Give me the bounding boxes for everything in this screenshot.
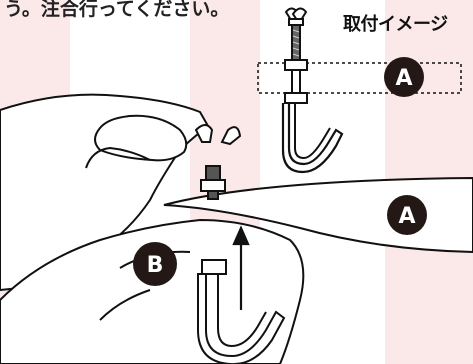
- mounting-image-caption: 取付イメージ: [343, 14, 448, 35]
- board-a: [163, 176, 473, 254]
- inset-bolt-diagram: [257, 7, 462, 174]
- hook-main: [197, 259, 286, 364]
- badge-a-main-label: A: [398, 204, 415, 229]
- wing-nut-main: [194, 124, 242, 146]
- badge-b-label: B: [147, 253, 164, 278]
- board-outline-dashed: [257, 62, 462, 94]
- upper-washer: [284, 59, 308, 71]
- finger-contour: [85, 147, 151, 169]
- badge-a-main: A: [387, 195, 427, 235]
- lower-finger-line-2: [99, 289, 151, 321]
- lower-washer: [284, 92, 308, 104]
- bolt-main: [200, 165, 226, 200]
- badge-b: B: [133, 242, 177, 286]
- badge-a-inset-label: A: [395, 66, 412, 91]
- shaft: [291, 69, 301, 95]
- badge-a-inset: A: [384, 57, 424, 97]
- up-arrow: [232, 225, 250, 310]
- j-hook: [281, 103, 344, 174]
- instruction-text: う。注合行ってください。: [4, 0, 230, 20]
- hands: [0, 93, 305, 364]
- j-hook-inner: [294, 103, 331, 160]
- lower-hand: [0, 219, 305, 364]
